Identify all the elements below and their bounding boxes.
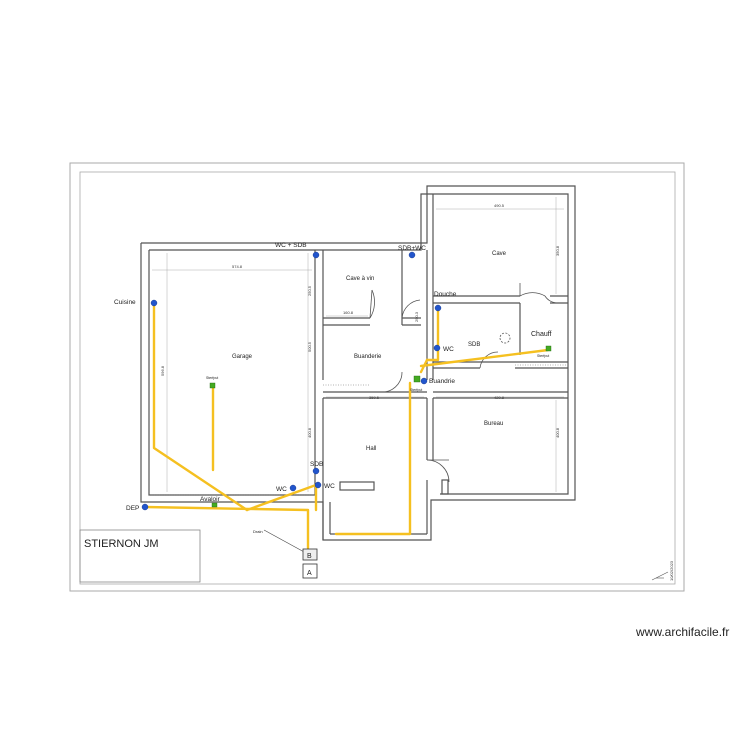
label-wc-left: WC [276, 486, 287, 493]
corner-stamp: 10/02/2023 [651, 560, 674, 581]
fixture-wc-sdb-icon [312, 251, 320, 259]
dim-cave-width: 490.5 [494, 203, 505, 208]
drain-pipes [143, 303, 550, 550]
sterfput-garage-icon [209, 382, 216, 389]
label-drain: Drain [253, 529, 263, 534]
label-wc-right: WC [324, 483, 335, 490]
fixture-points [141, 251, 442, 511]
sheet-frame [69, 162, 685, 592]
label-wc-sdb: WC + SDB [275, 242, 307, 249]
label-sdb-wc: SDB+WC [398, 245, 426, 252]
dim-garage-v2: 500.5 [307, 341, 312, 352]
room-chauff: Chauff [531, 331, 552, 338]
room-garage: Garage [232, 354, 253, 360]
label-sdb-lower: SDB [310, 461, 323, 468]
label-dep: DEP [126, 505, 139, 512]
fixture-buandrie-icon [420, 377, 428, 385]
dim-garage-v3: 400.8 [307, 427, 312, 438]
fixture-sdb-lower-icon [312, 467, 320, 475]
room-buanderie: Buanderie [354, 354, 382, 360]
dim-cave-vin-width: 160.8 [343, 310, 354, 315]
avaloir-icon [211, 502, 218, 508]
dimension-labels: 574.8 490.5 160.8 359.5 420.8 596.8 250.… [160, 203, 560, 438]
label-buandrie: Buandrie [429, 378, 455, 385]
label-douche: Douche [434, 291, 457, 298]
dim-bureau-height: 400.8 [555, 427, 560, 438]
label-sterfput-garage: Sterfput [206, 376, 218, 380]
dim-garage-v1: 250.5 [307, 285, 312, 296]
label-sterfput-buanderie: Sterfput [410, 388, 422, 392]
room-labels: Garage Cave à vin Buanderie Cave SDB Cha… [232, 251, 552, 452]
dim-garage-height: 596.8 [160, 365, 165, 376]
dim-cave-height: 350.8 [555, 245, 560, 256]
walls [140, 185, 576, 541]
fixture-labels: WC + SDB SDB+WC Cuisine Douche WC Buandr… [114, 242, 549, 534]
dim-bureau-width: 420.8 [494, 395, 505, 400]
room-sdb: SDB [468, 342, 480, 348]
label-wc-mid: WC [443, 346, 454, 353]
door-swings [369, 283, 559, 483]
title-block: STIERNON JM [79, 529, 201, 583]
dim-cave-vin-height: 290.3 [414, 311, 419, 322]
watermark: www.archifacile.fr [636, 625, 730, 639]
fixture-cuisine-icon [150, 299, 158, 307]
fixture-wc-right-icon [314, 481, 322, 489]
title-owner: STIERNON JM [84, 538, 159, 550]
pipe-lines-thin [263, 529, 307, 554]
chamber-a [302, 563, 318, 579]
sterfput-buanderie-icon [413, 375, 421, 383]
sterfput-points [209, 345, 552, 508]
chamber-a-label: A [307, 570, 312, 577]
room-bureau: Bureau [484, 421, 503, 427]
label-sterfput-chauff: Sterfput [537, 354, 549, 358]
inspection-chambers: B A [302, 548, 318, 579]
dim-hall-width: 359.5 [369, 395, 380, 400]
room-cave-vin: Cave à vin [346, 276, 374, 282]
label-avaloir: Avaloir [200, 496, 221, 503]
dimension-lines [152, 197, 564, 492]
fixture-sdb-wc-icon [408, 251, 416, 259]
dim-garage-width: 574.8 [232, 264, 243, 269]
label-cuisine: Cuisine [114, 299, 136, 306]
chamber-b [302, 548, 318, 561]
room-cave: Cave [492, 251, 507, 257]
fixture-douche-icon [434, 304, 442, 312]
sterfput-chauff-icon [545, 345, 552, 352]
page-stamp: 10/02/2023 [669, 560, 674, 581]
fixture-dep-icon [141, 503, 149, 511]
fixture-wc-mid-icon [433, 344, 441, 352]
room-hall: Hall [366, 446, 376, 452]
chamber-b-label: B [307, 553, 312, 560]
fixture-wc-left-icon [289, 484, 297, 492]
